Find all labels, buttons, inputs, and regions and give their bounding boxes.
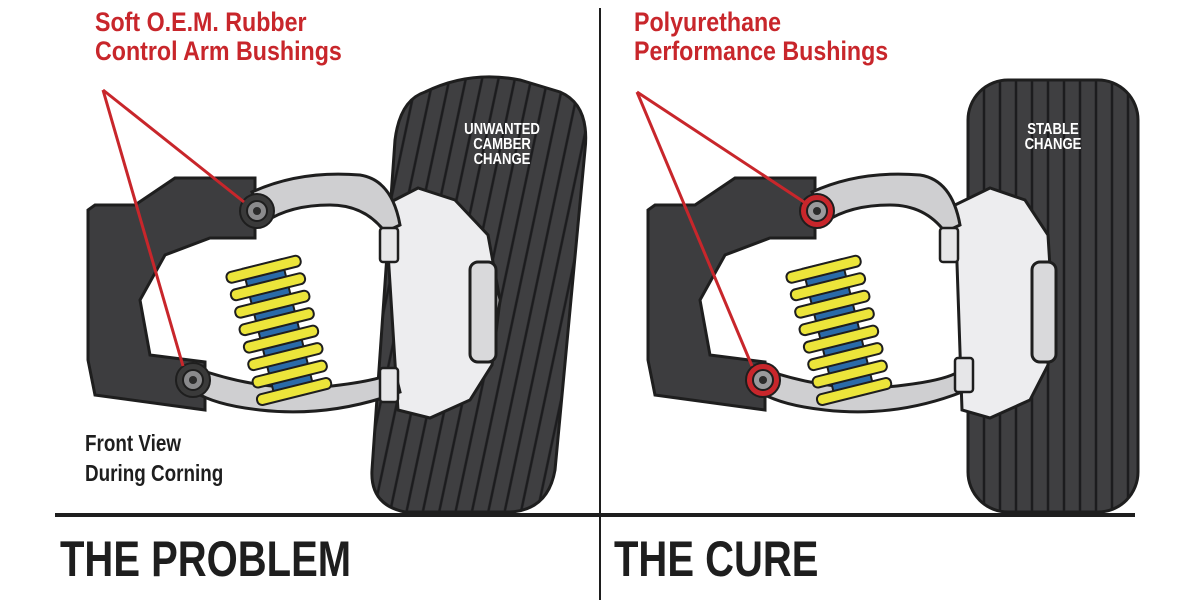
right-suspension-assembly — [635, 78, 1140, 514]
left-coil-spring — [225, 254, 333, 406]
view-note: Front View During Corning — [85, 428, 223, 488]
right-coil-spring — [785, 254, 893, 406]
left-tire-note-line-1: UNWANTED — [464, 121, 540, 138]
left-callout-line-1: Soft O.E.M. Rubber — [95, 7, 307, 37]
right-hub-disc — [1030, 260, 1058, 364]
right-chassis-frame — [646, 176, 817, 412]
left-lower-bushing — [175, 362, 211, 398]
right-upper-control-arm — [810, 172, 962, 234]
right-callout-leaders — [635, 90, 805, 367]
right-lower-ball-joint — [953, 356, 975, 394]
left-callout-leaders — [101, 88, 245, 367]
left-callout-line-2: Control Arm Bushings — [95, 36, 342, 66]
right-callout-label: Polyurethane Performance Bushings — [634, 8, 888, 66]
left-suspension-assembly — [86, 75, 588, 514]
left-upper-ball-joint — [378, 226, 400, 264]
left-upper-bushing — [239, 193, 275, 229]
left-tire-note: UNWANTED CAMBER CHANGE — [461, 121, 543, 168]
view-note-line-1: Front View — [85, 430, 182, 456]
left-chassis-frame — [86, 176, 257, 412]
left-upper-control-arm — [250, 172, 402, 234]
right-upper-ball-joint — [938, 226, 960, 264]
left-hub-disc — [468, 260, 498, 364]
right-callout-line-1: Polyurethane — [634, 7, 782, 37]
view-note-line-2: During Corning — [85, 460, 224, 486]
problem-heading: THE PROBLEM — [60, 531, 352, 587]
right-upper-bushing — [799, 193, 835, 229]
right-lower-bushing — [745, 362, 781, 398]
right-tire-note-line-1: STABLE — [1027, 121, 1079, 138]
right-tire-note: STABLE CHANGE — [1012, 121, 1094, 153]
right-callout-line-2: Performance Bushings — [634, 36, 889, 66]
left-callout-label: Soft O.E.M. Rubber Control Arm Bushings — [95, 8, 342, 66]
right-tire-note-line-2: CHANGE — [1024, 136, 1082, 153]
left-tire-note-line-2: CAMBER — [473, 136, 531, 153]
left-lower-ball-joint — [378, 366, 400, 404]
cure-heading: THE CURE — [614, 531, 819, 587]
left-tire-note-line-3: CHANGE — [473, 151, 531, 168]
